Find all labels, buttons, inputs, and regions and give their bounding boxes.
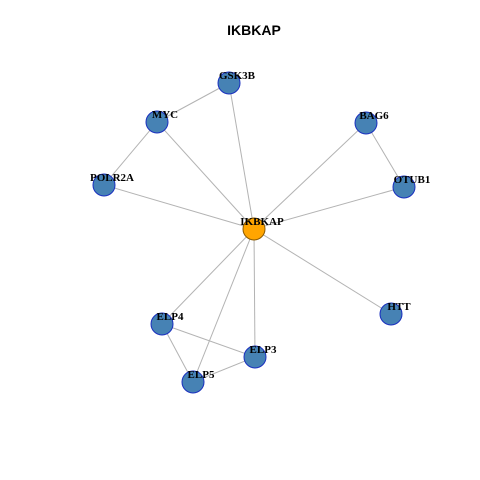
node-polr2a[interactable]: POLR2A [90,172,134,197]
node-label: OTUB1 [394,174,431,186]
node-label: IKBKAP [240,216,284,228]
edge-ikbkap-myc [156,121,255,230]
edge-bag6-otub1 [365,122,405,188]
edge-ikbkap-elp3 [253,228,256,358]
node-label: ELP3 [250,344,277,356]
node-circle[interactable] [92,173,116,197]
node-myc[interactable]: MYC [145,109,178,134]
node-circle[interactable] [242,217,266,241]
edge-ikbkap-elp5 [192,228,255,383]
node-circle[interactable] [379,302,403,326]
edge-gsk3b-myc [156,82,230,123]
node-label: POLR2A [90,172,134,184]
node-elp3[interactable]: ELP3 [243,344,277,369]
node-label: ELP5 [188,369,215,381]
node-bag6[interactable]: BAG6 [354,110,389,135]
node-circle[interactable] [243,345,267,369]
node-elp5[interactable]: ELP5 [181,369,215,394]
node-ikbkap[interactable]: IKBKAP [240,216,284,241]
diagram-title: IKBKAP [227,22,281,38]
node-htt[interactable]: HTT [379,301,411,326]
edge-ikbkap-htt [253,228,392,315]
node-label: ELP4 [157,311,184,323]
edge-ikbkap-gsk3b [228,82,255,230]
node-label: HTT [387,301,411,313]
edge-myc-polr2a [103,121,158,186]
node-label: BAG6 [359,110,389,122]
node-circle[interactable] [150,312,174,336]
node-elp4[interactable]: ELP4 [150,311,184,336]
edge-ikbkap-bag6 [253,122,367,230]
node-circle[interactable] [392,175,416,199]
node-circle[interactable] [354,111,378,135]
edge-ikbkap-elp4 [161,228,255,325]
node-label: GSK3B [219,70,256,82]
node-label: MYC [152,109,178,121]
node-circle[interactable] [217,71,241,95]
node-otub1[interactable]: OTUB1 [392,174,431,199]
node-gsk3b[interactable]: GSK3B [217,70,256,95]
edge-ikbkap-otub1 [253,186,405,230]
node-circle[interactable] [181,370,205,394]
edge-elp4-elp3 [161,323,256,358]
edge-ikbkap-polr2a [103,184,255,230]
node-circle[interactable] [145,110,169,134]
